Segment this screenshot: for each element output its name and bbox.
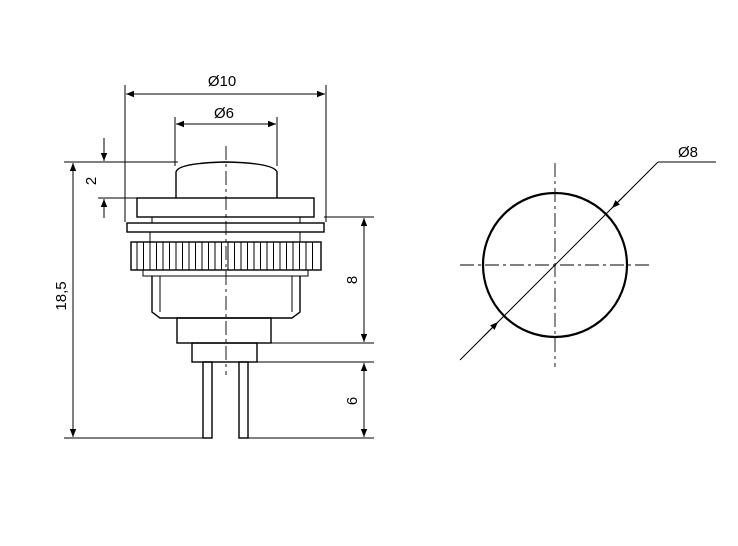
dimension-total-height: 18,5 — [53, 163, 204, 439]
inner-diameter-label: Ø6 — [214, 105, 234, 122]
dimension-outer-diameter: Ø10 — [124, 73, 327, 222]
pin-length-label: 6 — [344, 397, 361, 405]
washer — [126, 222, 325, 233]
dimension-pin-length: 6 — [248, 361, 374, 439]
dimension-body-height: 8 — [271, 216, 374, 344]
cap-height-label: 2 — [83, 177, 100, 185]
dimension-inner-diameter: Ø6 — [174, 105, 278, 166]
washer-inner — [149, 231, 301, 243]
front-view: Ø8 — [459, 144, 716, 367]
dimension-cap-height: 2 — [64, 138, 178, 218]
nut-base — [142, 269, 309, 277]
side-view — [126, 146, 325, 439]
base-plug — [191, 342, 258, 363]
body-height-label: 8 — [344, 276, 361, 284]
lower-body — [176, 317, 272, 344]
cap-dome — [175, 161, 278, 198]
outer-diameter-label: Ø10 — [208, 73, 236, 90]
flange — [136, 197, 315, 218]
pin-left — [202, 361, 213, 439]
total-height-label: 18,5 — [53, 281, 70, 310]
knurl-lines — [136, 242, 313, 270]
pin-right — [238, 361, 249, 439]
panel-hole-diameter-label: Ø8 — [678, 144, 698, 161]
